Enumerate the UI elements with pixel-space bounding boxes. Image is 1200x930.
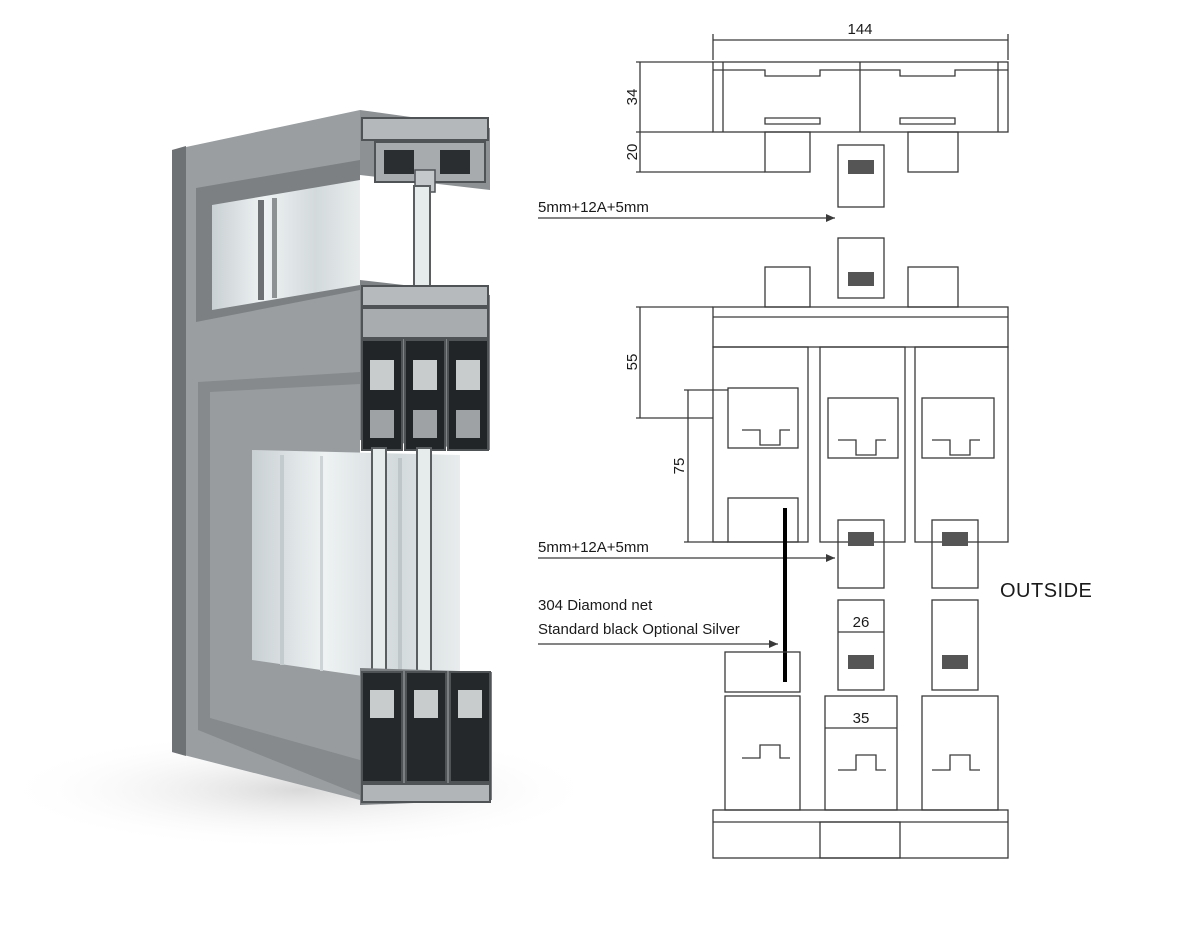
head-track	[764, 131, 811, 173]
transom-glass	[212, 180, 360, 310]
dim-track-height: 20	[624, 144, 641, 161]
transom-profile-section	[360, 280, 490, 451]
sill-frame	[712, 809, 1009, 859]
glass-spec-top: 5mm+12A+5mm	[538, 199, 649, 216]
transom-mullion	[272, 198, 277, 298]
dim-width-total: 144	[847, 21, 872, 38]
sash-glass-edge	[416, 447, 432, 689]
outer-frame-edge	[172, 146, 186, 756]
dim-sash-depth: 75	[671, 458, 688, 475]
net-spec-line1: 304 Diamond net	[538, 597, 653, 614]
sash-glass	[252, 450, 460, 690]
glass-stripe	[320, 456, 323, 671]
sill-profile-section	[360, 668, 492, 805]
net-spec-line2: Standard black Optional Silver	[538, 621, 740, 638]
mid-glass	[837, 237, 885, 299]
sash-column-center	[819, 346, 906, 543]
glass-stripe	[280, 455, 284, 665]
glass-spec-mid: 5mm+12A+5mm	[538, 539, 649, 556]
section-drawing	[538, 34, 1009, 859]
sash-head	[712, 306, 1009, 348]
dim-sash-width: 35	[853, 710, 870, 727]
dim-frame-height: 34	[624, 89, 641, 106]
glass-stripe	[398, 458, 402, 678]
window-render	[0, 110, 600, 850]
head-profile-section	[360, 110, 490, 193]
outside-label: OUTSIDE	[1000, 580, 1092, 602]
head-glass	[837, 144, 885, 208]
sash-glass-edge	[371, 447, 387, 689]
transom-mullion	[258, 200, 264, 300]
dim-glass-thickness: 26	[853, 614, 870, 631]
transom-glass-edge	[413, 185, 431, 287]
dim-sash-height: 55	[624, 354, 641, 371]
